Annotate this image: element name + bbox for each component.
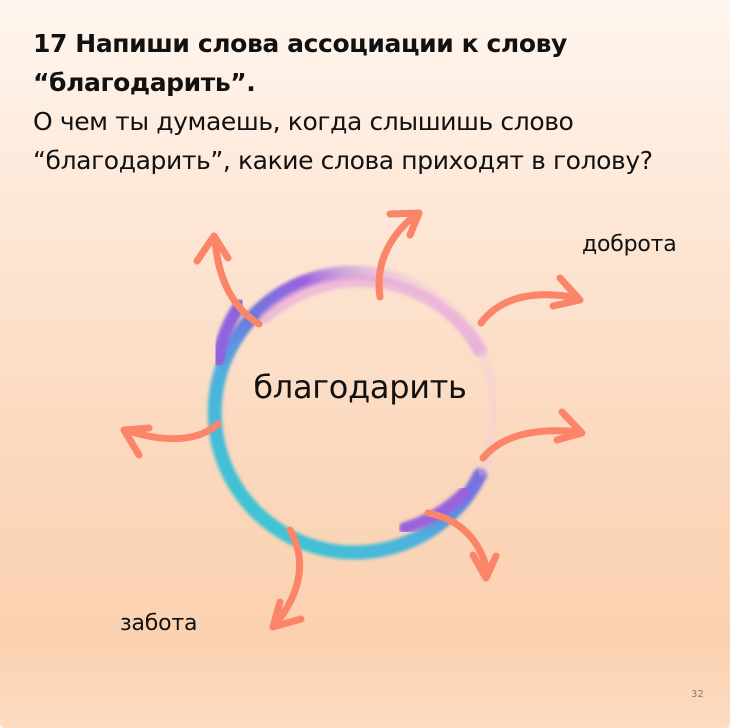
task-title: 17 Напиши слова ассоциации к слову (33, 29, 567, 58)
gradient-ring (207, 265, 500, 560)
task-text: 17 Напиши слова ассоциации к слову “благ… (33, 24, 713, 180)
arrow-right-upper-icon (477, 274, 584, 327)
arrow-down-right-icon (424, 509, 500, 582)
association-word: доброта (582, 232, 677, 257)
arrow-up-icon (375, 209, 423, 301)
arrow-down-icon (269, 526, 305, 631)
page-number: 32 (691, 689, 704, 700)
task-title-word: “благодарить”. (33, 68, 256, 97)
task-question: О чем ты думаешь, когда слышишь слово (33, 107, 574, 136)
task-question-cont: “благодарить”, какие слова приходят в го… (33, 146, 653, 175)
association-word: забота (120, 611, 198, 636)
arrow-up-left-icon (193, 232, 263, 328)
arrow-left-icon (120, 420, 222, 459)
arrow-right-lower-icon (479, 408, 586, 462)
center-word: благодарить (253, 368, 467, 406)
